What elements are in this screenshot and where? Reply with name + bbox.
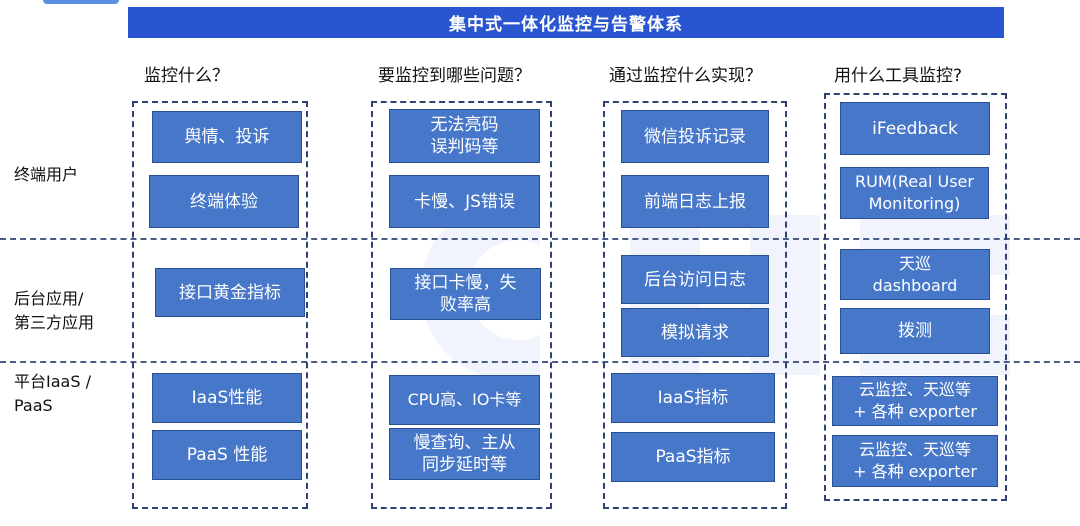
group-tools xyxy=(824,93,1007,501)
box-what-platform-2: PaaS 性能 xyxy=(152,430,302,480)
box-how-terminal-1: 微信投诉记录 xyxy=(621,110,769,163)
box-tools-terminal-1: iFeedback xyxy=(840,102,990,155)
box-what-terminal-1: 舆情、投诉 xyxy=(152,111,302,163)
column-header-tools: 用什么工具监控? xyxy=(834,66,963,86)
row-separator-2 xyxy=(0,361,1080,363)
box-problems-platform-2: 慢查询、主从 同步延时等 xyxy=(389,428,540,480)
column-header-problems: 要监控到哪些问题？ xyxy=(378,66,531,86)
row-label-backend: 后台应用/ 第三方应用 xyxy=(14,289,95,332)
box-tools-platform-2: 云监控、天巡等 + 各种 exporter xyxy=(832,435,998,487)
box-what-platform-1: IaaS性能 xyxy=(152,373,302,423)
box-how-backend-1: 后台访问日志 xyxy=(621,255,769,304)
column-header-how: 通过监控什么实现？ xyxy=(609,66,762,86)
box-how-platform-1: IaaS指标 xyxy=(611,373,775,423)
box-how-backend-2: 模拟请求 xyxy=(621,308,769,357)
box-tools-backend-1: 天巡 dashboard xyxy=(840,249,990,300)
group-problems xyxy=(371,101,552,509)
box-problems-terminal-1: 无法亮码 误判码等 xyxy=(389,109,540,163)
row-label-platform: 平台IaaS / PaaS xyxy=(14,372,91,415)
box-what-terminal-2: 终端体验 xyxy=(149,175,299,228)
group-what xyxy=(132,101,308,509)
row-separator-1 xyxy=(0,238,1080,240)
group-how xyxy=(603,101,787,509)
box-what-backend-1: 接口黄金指标 xyxy=(155,268,305,317)
box-tools-platform-1: 云监控、天巡等 + 各种 exporter xyxy=(832,376,998,426)
row-label-terminal: 终端用户 xyxy=(14,165,79,184)
box-tools-terminal-2: RUM(Real User Monitoring) xyxy=(840,167,989,219)
box-how-terminal-2: 前端日志上报 xyxy=(621,175,769,228)
box-problems-backend-1: 接口卡慢，失 败率高 xyxy=(390,268,541,320)
top-tab-sliver xyxy=(43,0,119,4)
box-how-platform-2: PaaS指标 xyxy=(611,432,775,482)
box-problems-terminal-2: 卡慢、JS错误 xyxy=(389,175,540,228)
diagram-title: 集中式一体化监控与告警体系 xyxy=(128,7,1004,38)
box-problems-platform-1: CPU高、IO卡等 xyxy=(389,375,540,425)
column-header-what: 监控什么？ xyxy=(144,66,229,86)
box-tools-backend-2: 拨测 xyxy=(840,308,990,354)
